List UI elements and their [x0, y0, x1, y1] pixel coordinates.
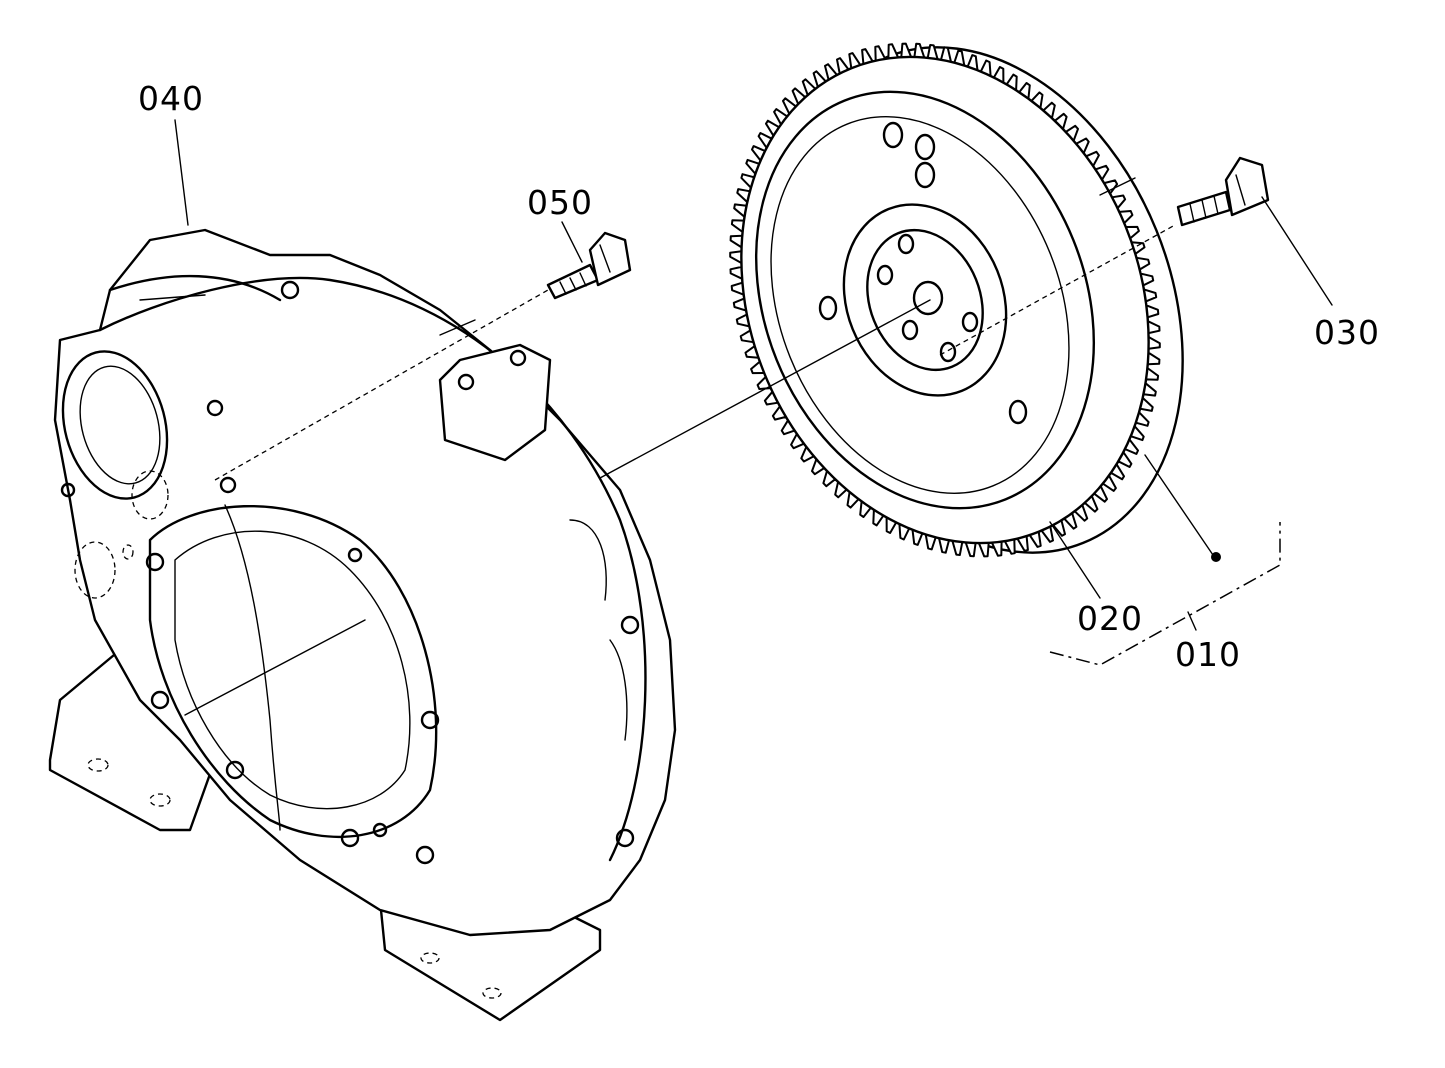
leader-lines — [174, 119, 1333, 666]
flywheel — [729, 42, 1184, 558]
alignment-lines — [184, 177, 1176, 716]
bolt-030 — [1176, 156, 1270, 227]
callout-020: 020 — [1077, 599, 1143, 638]
callout-010: 010 — [1175, 635, 1241, 674]
bolt-050 — [546, 231, 632, 300]
set-marker-dot — [1211, 552, 1221, 562]
callout-040: 040 — [138, 79, 204, 118]
flywheel-housing — [48, 228, 677, 1022]
callout-050: 050 — [527, 183, 593, 222]
callout-030: 030 — [1314, 313, 1380, 352]
